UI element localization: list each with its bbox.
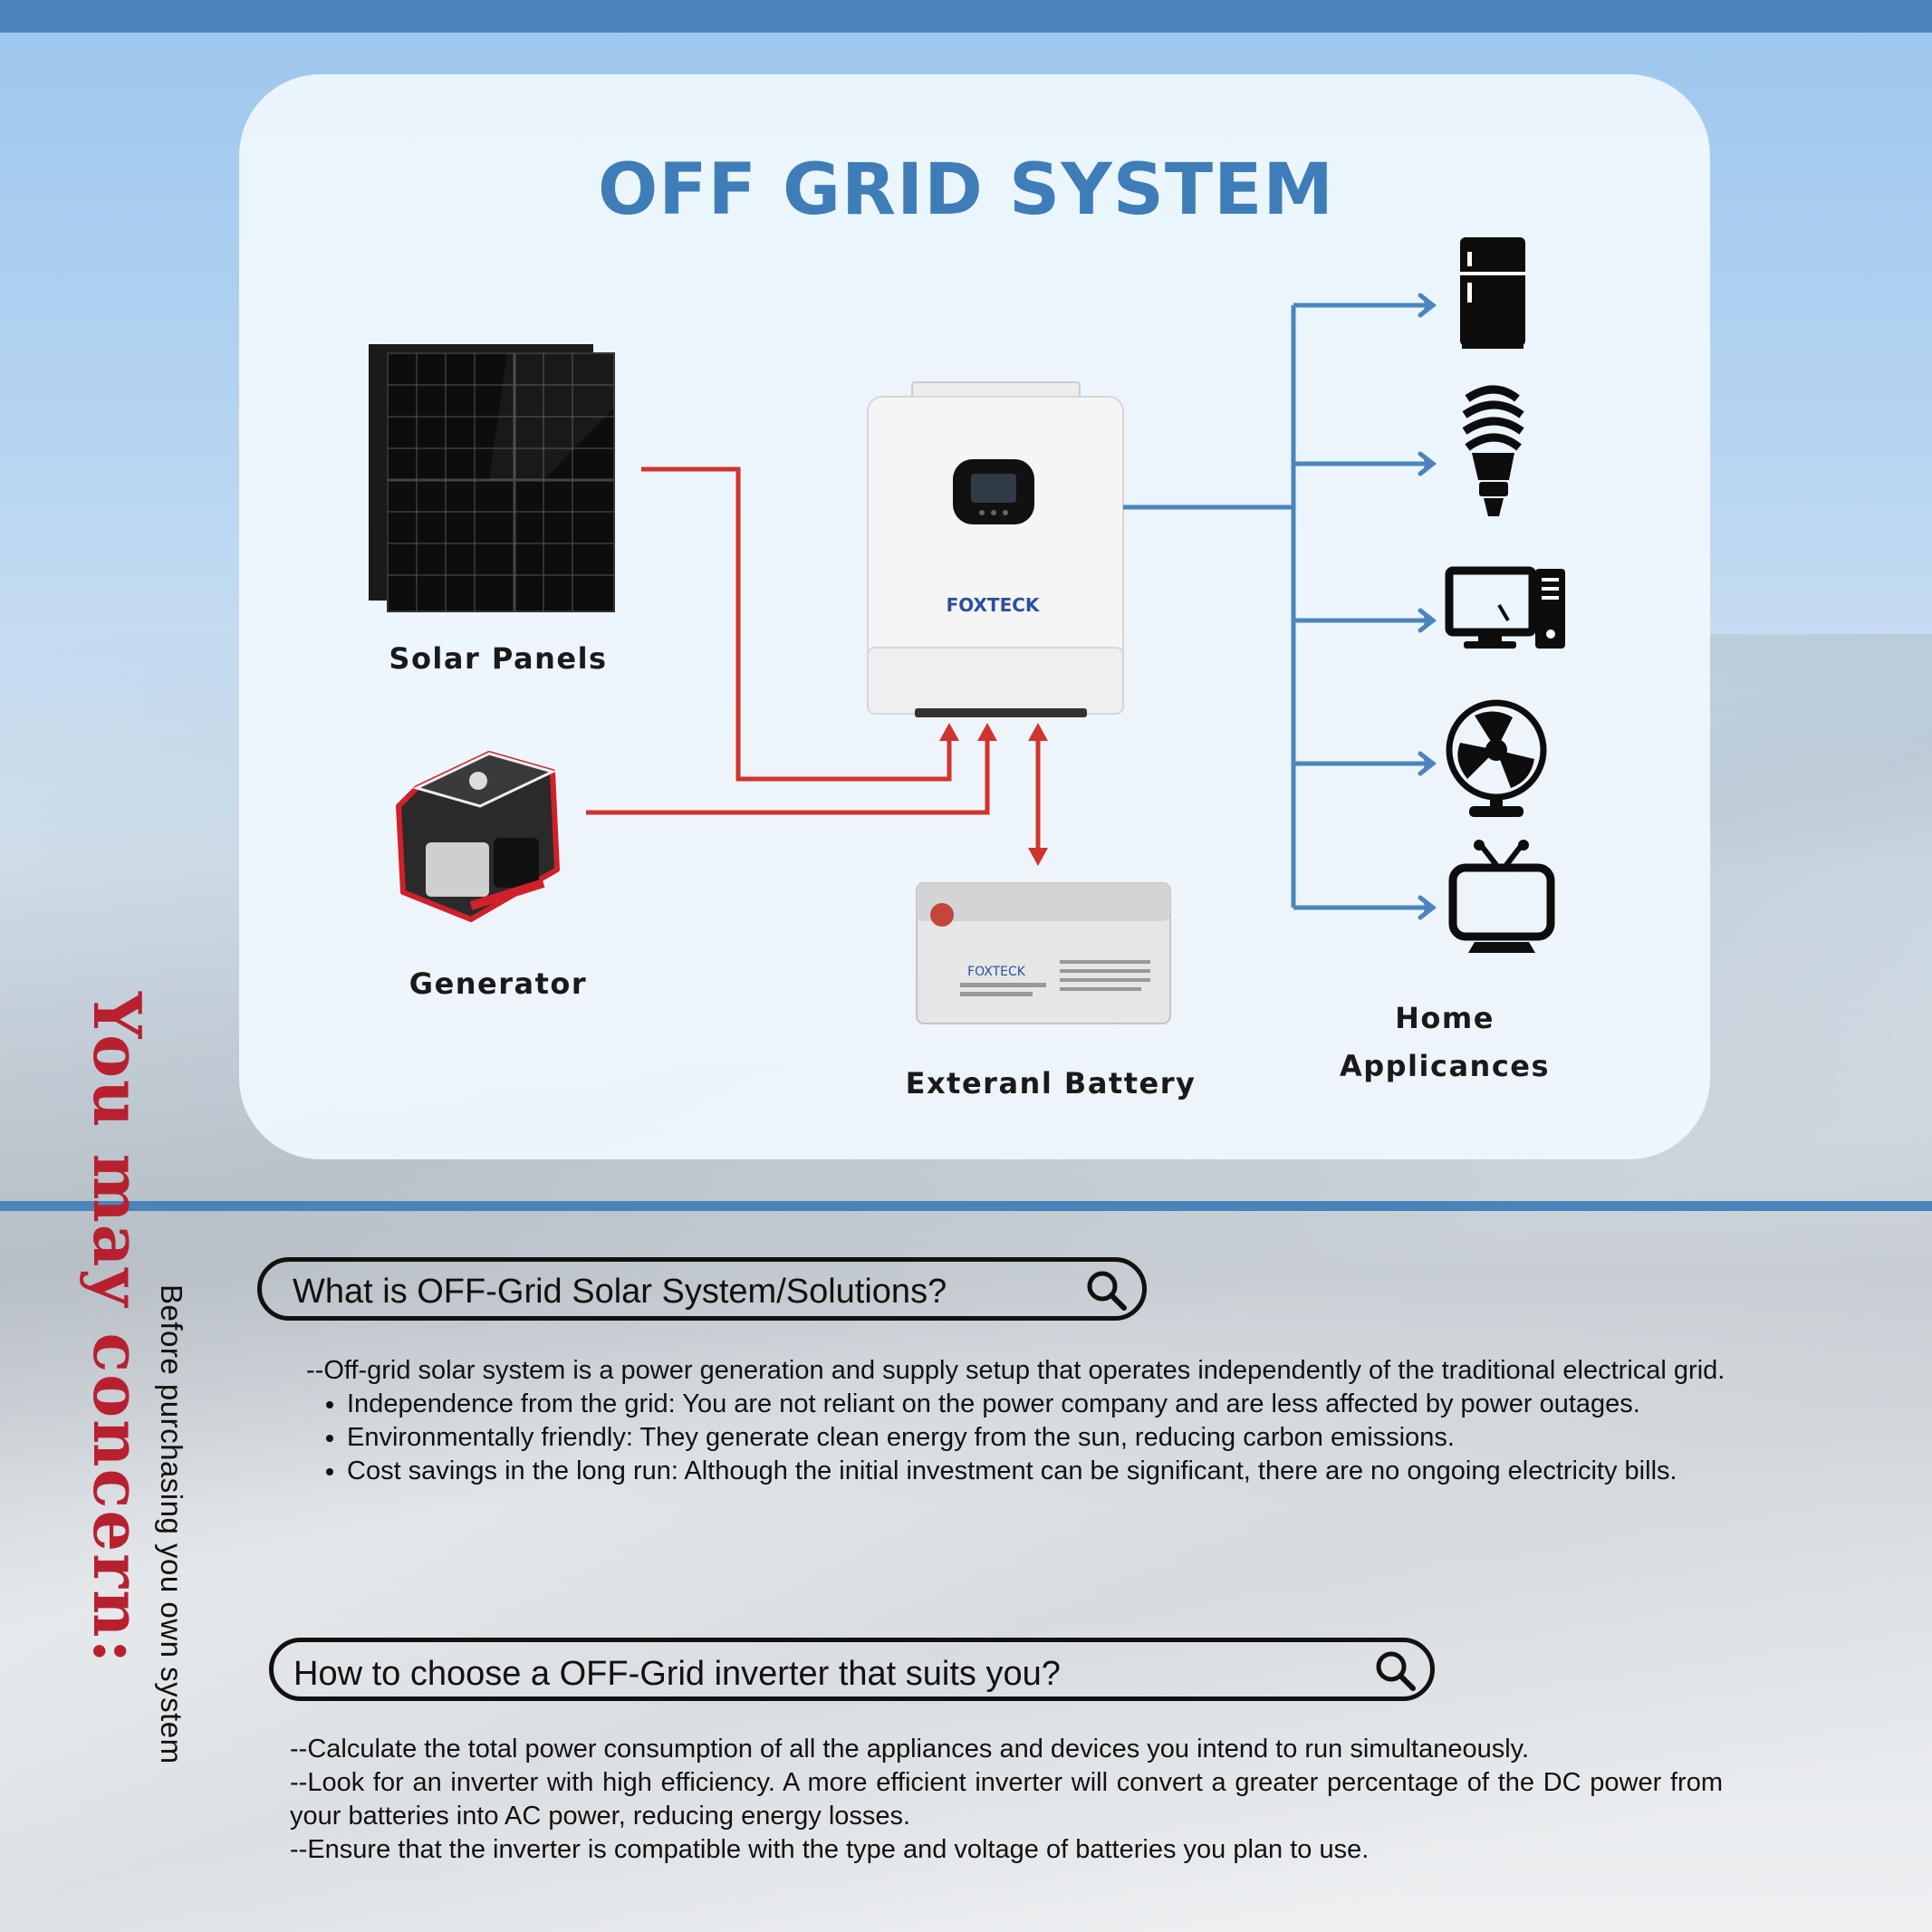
computer-icon — [1445, 566, 1565, 649]
tip-line: --Ensure that the inverter is compatible… — [290, 1835, 1370, 1864]
question-what-is: What is OFF-Grid Solar System/Solutions? — [293, 1273, 947, 1311]
sidebar-subline: Before purchasing you own system — [155, 1284, 188, 1764]
bulb-icon — [1462, 385, 1524, 516]
question-box-how-to-choose: How to choose a OFF-Grid inverter that s… — [269, 1638, 1435, 1701]
tv-icon — [1448, 840, 1555, 953]
search-icon[interactable] — [1084, 1268, 1129, 1313]
battery-brand: FOXTECK — [967, 965, 1026, 979]
diagram-title: OFF GRID SYSTEM — [598, 149, 1334, 231]
benefit-item: Environmentally friendly: They generate … — [347, 1421, 1739, 1455]
generator-icon — [396, 751, 560, 922]
fan-icon — [1446, 699, 1547, 817]
home-label-line1: Home — [1395, 1001, 1495, 1035]
answer-how-to-choose: --Calculate the total power consumption … — [290, 1733, 1723, 1867]
tip-line: --Look for an inverter with high efficie… — [290, 1768, 1723, 1831]
question-box-what-is: What is OFF-Grid Solar System/Solutions? — [257, 1257, 1147, 1321]
search-icon[interactable] — [1373, 1648, 1418, 1694]
benefit-item: Cost savings in the long run: Although t… — [347, 1455, 1739, 1488]
benefits-list: Independence from the grid: You are not … — [306, 1388, 1739, 1488]
inverter-brand: FOXTECK — [947, 594, 1041, 616]
ac-connections — [1123, 305, 1431, 908]
dc-connections — [586, 466, 1041, 853]
battery-icon: FOXTECK — [916, 882, 1171, 1024]
inverter-icon: FOXTECK — [867, 381, 1124, 717]
fridge-icon — [1460, 237, 1525, 349]
solar-panel-icon — [369, 344, 615, 612]
generator-label: Generator — [409, 966, 588, 1001]
top-accent-bar — [0, 0, 1932, 33]
solar-panels-label: Solar Panels — [389, 641, 608, 676]
section-divider — [0, 1201, 1932, 1211]
battery-label: Exteranl Battery — [905, 1066, 1197, 1101]
answer-intro: --Off-grid solar system is a power gener… — [306, 1356, 1725, 1385]
system-diagram: FOXTECK FOXTECK — [369, 237, 1565, 1024]
home-label-line2: Applicances — [1339, 1049, 1551, 1083]
question-how-to-choose: How to choose a OFF-Grid inverter that s… — [293, 1655, 1061, 1693]
ac-arrowheads — [1418, 293, 1437, 920]
tip-line: --Calculate the total power consumption … — [290, 1735, 1530, 1764]
dc-arrowheads — [939, 723, 1048, 866]
sidebar-headline: You may concern: — [79, 992, 156, 1666]
benefit-item: Independence from the grid: You are not … — [347, 1388, 1739, 1421]
answer-what-is: --Off-grid solar system is a power gener… — [306, 1354, 1739, 1488]
